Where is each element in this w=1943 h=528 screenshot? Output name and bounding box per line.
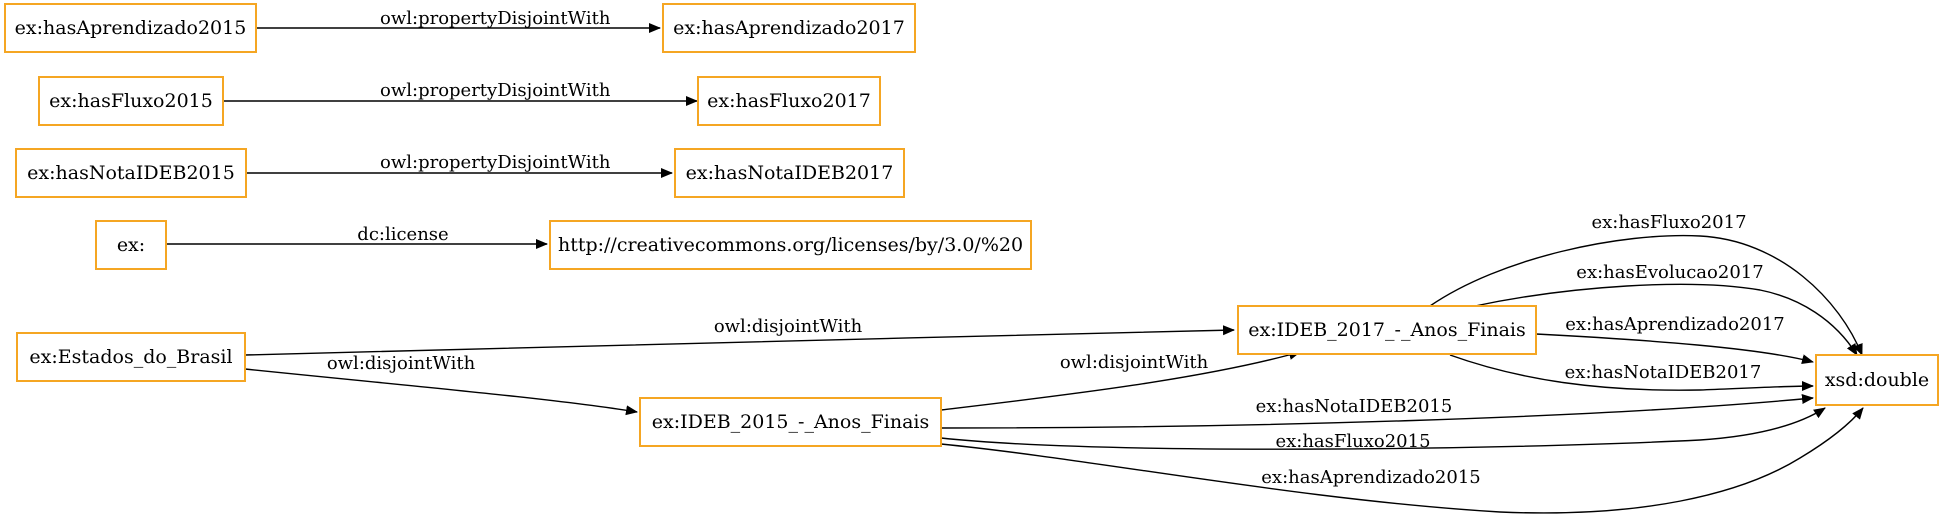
node-label: ex:IDEB_2015_-_Anos_Finais xyxy=(652,411,930,433)
edge-estados-disjoint-ideb2015: owl:disjointWith xyxy=(244,353,638,416)
node-estados-do-brasil: ex:Estados_do_Brasil xyxy=(16,332,246,382)
node-hasaprendizado2017: ex:hasAprendizado2017 xyxy=(662,3,916,53)
edge-label: owl:propertyDisjointWith xyxy=(380,80,611,101)
edge-label: ex:hasAprendizado2015 xyxy=(1261,467,1480,488)
edge-ideb2015-disjoint-ideb2017: owl:disjointWith xyxy=(940,350,1301,411)
node-label: ex:hasFluxo2017 xyxy=(707,90,871,112)
edge-label: owl:propertyDisjointWith xyxy=(380,152,611,173)
edge-label: ex:hasEvolucao2017 xyxy=(1576,262,1763,283)
node-label: ex:hasNotaIDEB2015 xyxy=(27,162,235,184)
node-hasfluxo2017: ex:hasFluxo2017 xyxy=(697,76,881,126)
edge-hasfluxo2017: ex:hasFluxo2017 xyxy=(1429,212,1863,356)
edge-license: dc:license xyxy=(166,224,548,249)
edge-label: ex:hasNotaIDEB2015 xyxy=(1256,396,1453,417)
node-label: http://creativecommons.org/licenses/by/3… xyxy=(558,234,1023,256)
node-label: ex:hasNotaIDEB2017 xyxy=(686,162,894,184)
node-label: ex:IDEB_2017_-_Anos_Finais xyxy=(1248,319,1526,341)
edge-nota-property-disjoint: owl:propertyDisjointWith xyxy=(246,152,673,178)
node-label: ex:Estados_do_Brasil xyxy=(29,346,232,368)
node-hasfluxo2015: ex:hasFluxo2015 xyxy=(38,76,224,126)
node-ideb-2015-anos-finais: ex:IDEB_2015_-_Anos_Finais xyxy=(639,397,942,447)
edge-label: owl:disjointWith xyxy=(714,316,863,337)
node-license-url: http://creativecommons.org/licenses/by/3… xyxy=(549,220,1032,270)
edge-hasaprendizado2017: ex:hasAprendizado2017 xyxy=(1535,314,1814,365)
edge-hasfluxo2015: ex:hasFluxo2015 xyxy=(940,407,1826,452)
edge-hasnotaideb2015: ex:hasNotaIDEB2015 xyxy=(940,394,1814,429)
edge-hasaprendizado2015: ex:hasAprendizado2015 xyxy=(940,407,1864,514)
node-ideb-2017-anos-finais: ex:IDEB_2017_-_Anos_Finais xyxy=(1237,305,1537,355)
edge-label: ex:hasNotaIDEB2017 xyxy=(1565,362,1762,383)
node-label: ex:hasFluxo2015 xyxy=(49,90,213,112)
edge-estados-disjoint-ideb2017: owl:disjointWith xyxy=(244,316,1235,356)
edge-hasnotaideb2017: ex:hasNotaIDEB2017 xyxy=(1449,354,1814,392)
edge-label: owl:propertyDisjointWith xyxy=(380,8,611,29)
edge-label: dc:license xyxy=(357,224,448,245)
edge-aprendizado-property-disjoint: owl:propertyDisjointWith xyxy=(256,8,661,33)
node-hasaprendizado2015: ex:hasAprendizado2015 xyxy=(4,3,257,53)
edge-label: owl:disjointWith xyxy=(1060,352,1209,373)
edge-label: ex:hasAprendizado2017 xyxy=(1565,314,1784,335)
node-label: ex: xyxy=(117,234,145,256)
node-hasnotaideb2017: ex:hasNotaIDEB2017 xyxy=(674,148,905,198)
node-ex: ex: xyxy=(95,220,167,270)
node-label: xsd:double xyxy=(1825,369,1929,391)
edge-label: owl:disjointWith xyxy=(327,353,476,374)
node-label: ex:hasAprendizado2017 xyxy=(673,17,905,39)
node-xsd-double: xsd:double xyxy=(1815,354,1939,406)
edge-hasevolucao2017: ex:hasEvolucao2017 xyxy=(1474,262,1858,356)
edge-label: ex:hasFluxo2017 xyxy=(1591,212,1746,233)
node-hasnotaideb2015: ex:hasNotaIDEB2015 xyxy=(15,148,247,198)
edge-label: ex:hasFluxo2015 xyxy=(1275,431,1430,452)
edge-fluxo-property-disjoint: owl:propertyDisjointWith xyxy=(223,80,698,106)
node-label: ex:hasAprendizado2015 xyxy=(15,17,247,39)
